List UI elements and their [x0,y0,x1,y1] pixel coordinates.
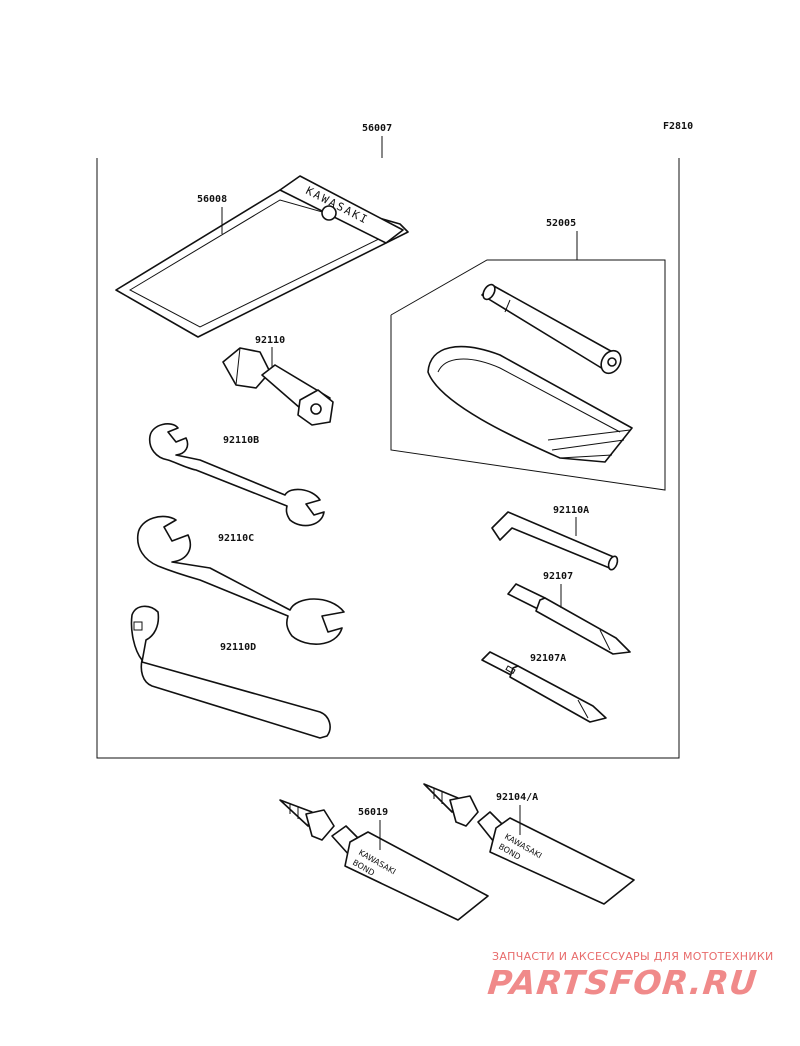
part-label-92110C[interactable]: 92110C [218,533,254,544]
part-label-92107[interactable]: 92107 [543,571,573,582]
watermark-logo: PARTSFOR.RU [485,963,760,1002]
part-label-92110B[interactable]: 92110B [223,435,259,446]
screwdriver[interactable] [507,583,631,655]
part-label-92107A[interactable]: 92107A [530,653,566,664]
part-label-92110[interactable]: 92110 [255,335,285,346]
tire-repair-kit-box [390,259,666,491]
part-label-56008[interactable]: 56008 [197,194,227,205]
figure-code: F2810 [663,121,693,132]
tire-repair-pouch[interactable] [427,345,633,463]
tire-repair-tube[interactable] [481,283,625,377]
part-label-56019[interactable]: 56019 [358,807,388,818]
screwdriver-alt[interactable] [481,651,607,723]
watermark-tagline: ЗАПЧАСТИ И АКСЕССУАРЫ ДЛЯ МОТОТЕХНИКИ [492,950,774,963]
hex-key[interactable] [491,511,619,571]
hook-wrench[interactable] [130,605,331,739]
open-end-wrench-small[interactable] [148,423,325,527]
open-end-wrench-large[interactable] [136,515,345,645]
part-label-92110A[interactable]: 92110A [553,505,589,516]
part-label-92104A[interactable]: 92104/A [496,792,538,803]
tool-kit-frame [96,158,680,759]
spark-plug-wrench[interactable] [222,347,334,426]
part-label-92110D[interactable]: 92110D [220,642,256,653]
bond-tube-56019[interactable]: KAWASAKI BOND [279,799,489,921]
tool-bag[interactable]: KAWASAKI [115,175,409,338]
part-label-52005[interactable]: 52005 [546,218,576,229]
bond-tube-92104A[interactable]: KAWASAKI BOND [423,783,635,905]
part-label-56007[interactable]: 56007 [362,123,392,134]
